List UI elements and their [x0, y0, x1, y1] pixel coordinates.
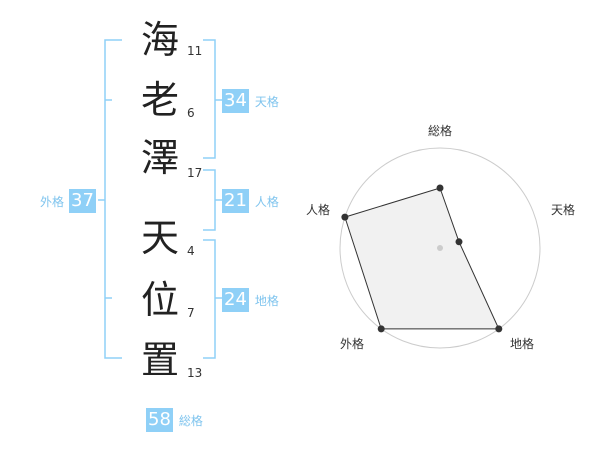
- tenkaku-bracket: [203, 39, 216, 159]
- radar-point-1: [455, 238, 463, 246]
- tenkaku-value: 34: [222, 89, 249, 113]
- stroke-count-4: 4: [187, 244, 195, 258]
- gaikaku-value: 37: [69, 189, 96, 213]
- soukaku-badge: 58 総格: [146, 408, 203, 432]
- chikaku-bracket: [203, 239, 216, 359]
- jinkaku-label: 人格: [254, 194, 279, 209]
- name-char-6: 置: [140, 338, 179, 382]
- stroke-count-3: 17: [187, 166, 203, 180]
- stroke-count-6: 13: [187, 366, 203, 380]
- soukaku-value: 58: [146, 408, 173, 432]
- radar-axis-label-soukaku: 総格: [428, 124, 453, 138]
- tenkaku-badge: 34 天格: [222, 89, 279, 113]
- radar-center-dot: [437, 245, 443, 251]
- soukaku-label: 総格: [178, 413, 203, 428]
- chikaku-label: 地格: [254, 293, 279, 308]
- name-char-3: 澤: [140, 136, 179, 180]
- radar-axis-label-chikaku: 地格: [510, 337, 535, 351]
- radar-axis-label-tenkaku: 天格: [551, 203, 576, 217]
- radar-point-4: [341, 213, 349, 221]
- radar-point-2: [495, 325, 503, 333]
- radar-axis-label-jinkaku: 人格: [306, 203, 331, 217]
- name-char-2: 老: [140, 78, 179, 122]
- stroke-count-2: 6: [187, 106, 195, 120]
- gaikaku-bracket: [104, 39, 122, 359]
- radar-point-3: [377, 325, 385, 333]
- name-char-1: 海: [140, 18, 179, 62]
- gaikaku-badge: 外格 37: [40, 189, 96, 213]
- radar-point-0: [436, 184, 444, 192]
- chikaku-value: 24: [222, 288, 249, 312]
- jinkaku-badge: 21 人格: [222, 189, 279, 213]
- radar-chart: [339, 147, 541, 349]
- jinkaku-bracket: [203, 169, 216, 231]
- radar-polygon: [344, 187, 500, 330]
- jinkaku-value: 21: [222, 189, 249, 213]
- radar-axis-label-gaikaku: 外格: [340, 337, 365, 351]
- name-char-4: 天: [140, 216, 179, 260]
- gaikaku-label: 外格: [40, 194, 65, 209]
- chikaku-badge: 24 地格: [222, 288, 279, 312]
- tenkaku-label: 天格: [254, 94, 279, 109]
- stroke-count-1: 11: [187, 44, 203, 58]
- name-char-5: 位: [140, 278, 179, 322]
- stroke-count-5: 7: [187, 306, 195, 320]
